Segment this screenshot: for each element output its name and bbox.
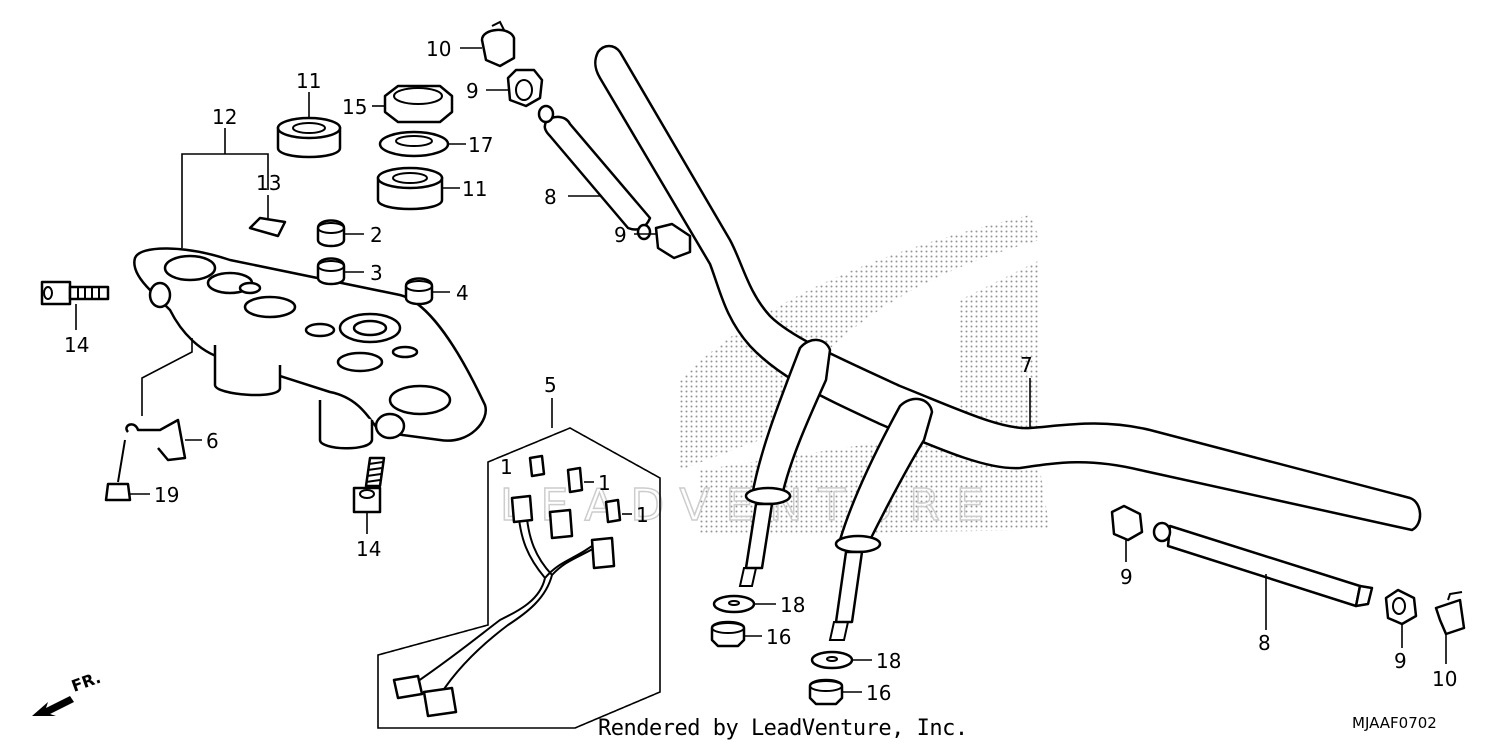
washer-18-right <box>810 650 854 670</box>
callout-5: 5 <box>544 373 557 397</box>
bulb-1c <box>604 498 622 524</box>
bolt-14-left <box>40 280 110 306</box>
washer-17 <box>378 130 450 158</box>
callout-6: 6 <box>206 429 219 453</box>
weight-8-right <box>1152 521 1374 608</box>
wire-harness <box>392 494 616 718</box>
callout-14a: 14 <box>64 333 89 357</box>
callout-17: 17 <box>468 133 493 157</box>
grommet-4 <box>404 277 434 306</box>
callout-7: 7 <box>1020 353 1033 377</box>
callout-19: 19 <box>154 483 179 507</box>
callout-10b: 10 <box>1432 667 1457 691</box>
bushing-11-upper <box>276 116 342 159</box>
callout-11a: 11 <box>296 69 321 93</box>
callout-10a: 10 <box>426 37 451 61</box>
harness-kit-box <box>377 427 661 729</box>
callout-15: 15 <box>342 95 367 119</box>
bulb-1a <box>528 454 546 478</box>
callout-1b: 1 <box>598 471 611 495</box>
bushing-11-lower <box>376 166 444 211</box>
callout-1a: 1 <box>500 455 513 479</box>
bar-end-10-right <box>1434 591 1466 636</box>
collar-9-upper <box>506 68 544 108</box>
callout-14b: 14 <box>356 537 381 561</box>
top-bridge <box>133 247 487 450</box>
washer-18-left <box>712 594 756 614</box>
bulb-1b <box>566 466 584 494</box>
callout-9c: 9 <box>1120 565 1133 589</box>
callout-16a: 16 <box>766 625 791 649</box>
callout-9b: 9 <box>614 223 627 247</box>
front-direction-label: FR. <box>69 672 103 696</box>
handlebar <box>594 44 1422 641</box>
callout-9a: 9 <box>466 79 479 103</box>
collar-9-right <box>1384 588 1418 626</box>
callout-12: 12 <box>212 105 237 129</box>
callout-labels: 1 1 1 2 3 4 5 6 7 8 8 9 9 9 9 10 10 11 1… <box>64 37 1457 705</box>
nut-15 <box>383 84 454 124</box>
callout-13: 13 <box>256 171 281 195</box>
front-direction-arrow: FR. <box>32 672 103 716</box>
plate-13 <box>248 216 287 238</box>
callout-16b: 16 <box>866 681 891 705</box>
collar-9-mid <box>654 222 692 260</box>
callout-9d: 9 <box>1394 649 1407 673</box>
bolt-19 <box>104 439 132 502</box>
credit-text: Rendered by LeadVenture, Inc. <box>598 716 968 741</box>
bolt-14-center <box>352 456 386 514</box>
callout-8b: 8 <box>1258 631 1271 655</box>
diagram-code: MJAAF0702 <box>1352 714 1437 732</box>
callout-11b: 11 <box>462 177 487 201</box>
bar-end-10-upper <box>480 20 516 68</box>
collar-9-left-right <box>1110 504 1144 542</box>
nut-16-left <box>710 620 746 648</box>
grommet-3 <box>316 257 346 286</box>
grommet-2 <box>316 219 346 248</box>
callout-3: 3 <box>370 261 383 285</box>
callout-18a: 18 <box>780 593 805 617</box>
callout-18b: 18 <box>876 649 901 673</box>
weight-8-upper <box>537 104 652 241</box>
callout-2: 2 <box>370 223 383 247</box>
callout-1c: 1 <box>636 503 649 527</box>
callout-8a: 8 <box>544 185 557 209</box>
nut-16-right <box>808 678 844 706</box>
callout-4: 4 <box>456 281 469 305</box>
